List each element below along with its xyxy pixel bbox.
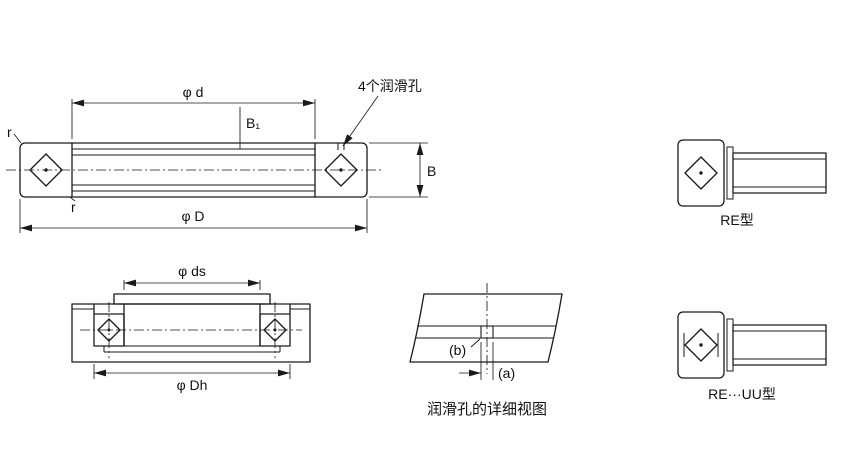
b-width-label: B bbox=[427, 163, 436, 179]
crossed-roller-symbol-right bbox=[324, 153, 358, 187]
relief-groove bbox=[103, 346, 281, 353]
detail-caption: 润滑孔的详细视图 bbox=[427, 401, 547, 418]
r-label-bottom: r bbox=[71, 199, 76, 215]
inner-dia-extension-lines bbox=[71, 99, 316, 139]
re-type-label: RE型 bbox=[720, 212, 753, 228]
detail-b-label: (b) bbox=[449, 342, 466, 358]
lube-holes-label: 4个润滑孔 bbox=[358, 78, 422, 94]
crossed-roller-symbol bbox=[684, 156, 718, 190]
ring-section-outline bbox=[677, 139, 725, 207]
phi-dh-label: φ Dh bbox=[177, 377, 208, 393]
seal-lines bbox=[683, 333, 719, 357]
r-label-top: r bbox=[7, 124, 12, 140]
re-uu-type-view bbox=[677, 311, 827, 379]
lube-hole-detail-view bbox=[409, 283, 563, 380]
crossed-roller-symbol-left bbox=[29, 153, 63, 187]
lubrication-hole-mark bbox=[337, 143, 345, 150]
spacer-section bbox=[726, 318, 734, 372]
shaft-flange-outline bbox=[113, 293, 271, 305]
width-extension-lines bbox=[369, 142, 428, 198]
plate-edge-lines bbox=[733, 158, 826, 188]
b1-label: B₁ bbox=[246, 115, 260, 131]
table-plate-section bbox=[732, 152, 827, 194]
phi-D-label: φ D bbox=[181, 208, 204, 224]
r-top-leader bbox=[13, 133, 22, 144]
table-plate-section bbox=[732, 324, 827, 366]
shaft-dia-extension-lines bbox=[123, 280, 261, 290]
ring-section-outline bbox=[677, 311, 725, 379]
right-break-line bbox=[547, 293, 563, 363]
re-type-view bbox=[677, 139, 827, 207]
bore-surface-lines bbox=[72, 148, 315, 192]
phi-ds-label: φ ds bbox=[178, 263, 206, 279]
detail-a-label: (a) bbox=[498, 365, 515, 381]
plate-edge-lines bbox=[733, 330, 826, 360]
recess-walls bbox=[93, 303, 291, 315]
crossed-roller-symbol bbox=[684, 328, 718, 362]
housing-outline bbox=[71, 303, 311, 363]
mounting-dimension-lines bbox=[93, 279, 291, 379]
main-section-view bbox=[6, 142, 382, 198]
r-bottom-leader bbox=[69, 196, 76, 202]
spacer-section bbox=[726, 146, 734, 200]
phi-d-label: φ d bbox=[183, 84, 204, 100]
main-dimension-lines bbox=[13, 95, 428, 233]
re-uu-type-label: RE···UU型 bbox=[708, 386, 776, 402]
mounting-section-view bbox=[71, 293, 311, 363]
depth-leader-line bbox=[470, 338, 481, 348]
lube-hole-leader-line bbox=[342, 95, 379, 147]
shaft-sides bbox=[123, 303, 261, 347]
left-break-line bbox=[409, 293, 425, 363]
hole-dia-extension-lines bbox=[480, 342, 494, 380]
vertical-centerlines bbox=[108, 302, 276, 358]
